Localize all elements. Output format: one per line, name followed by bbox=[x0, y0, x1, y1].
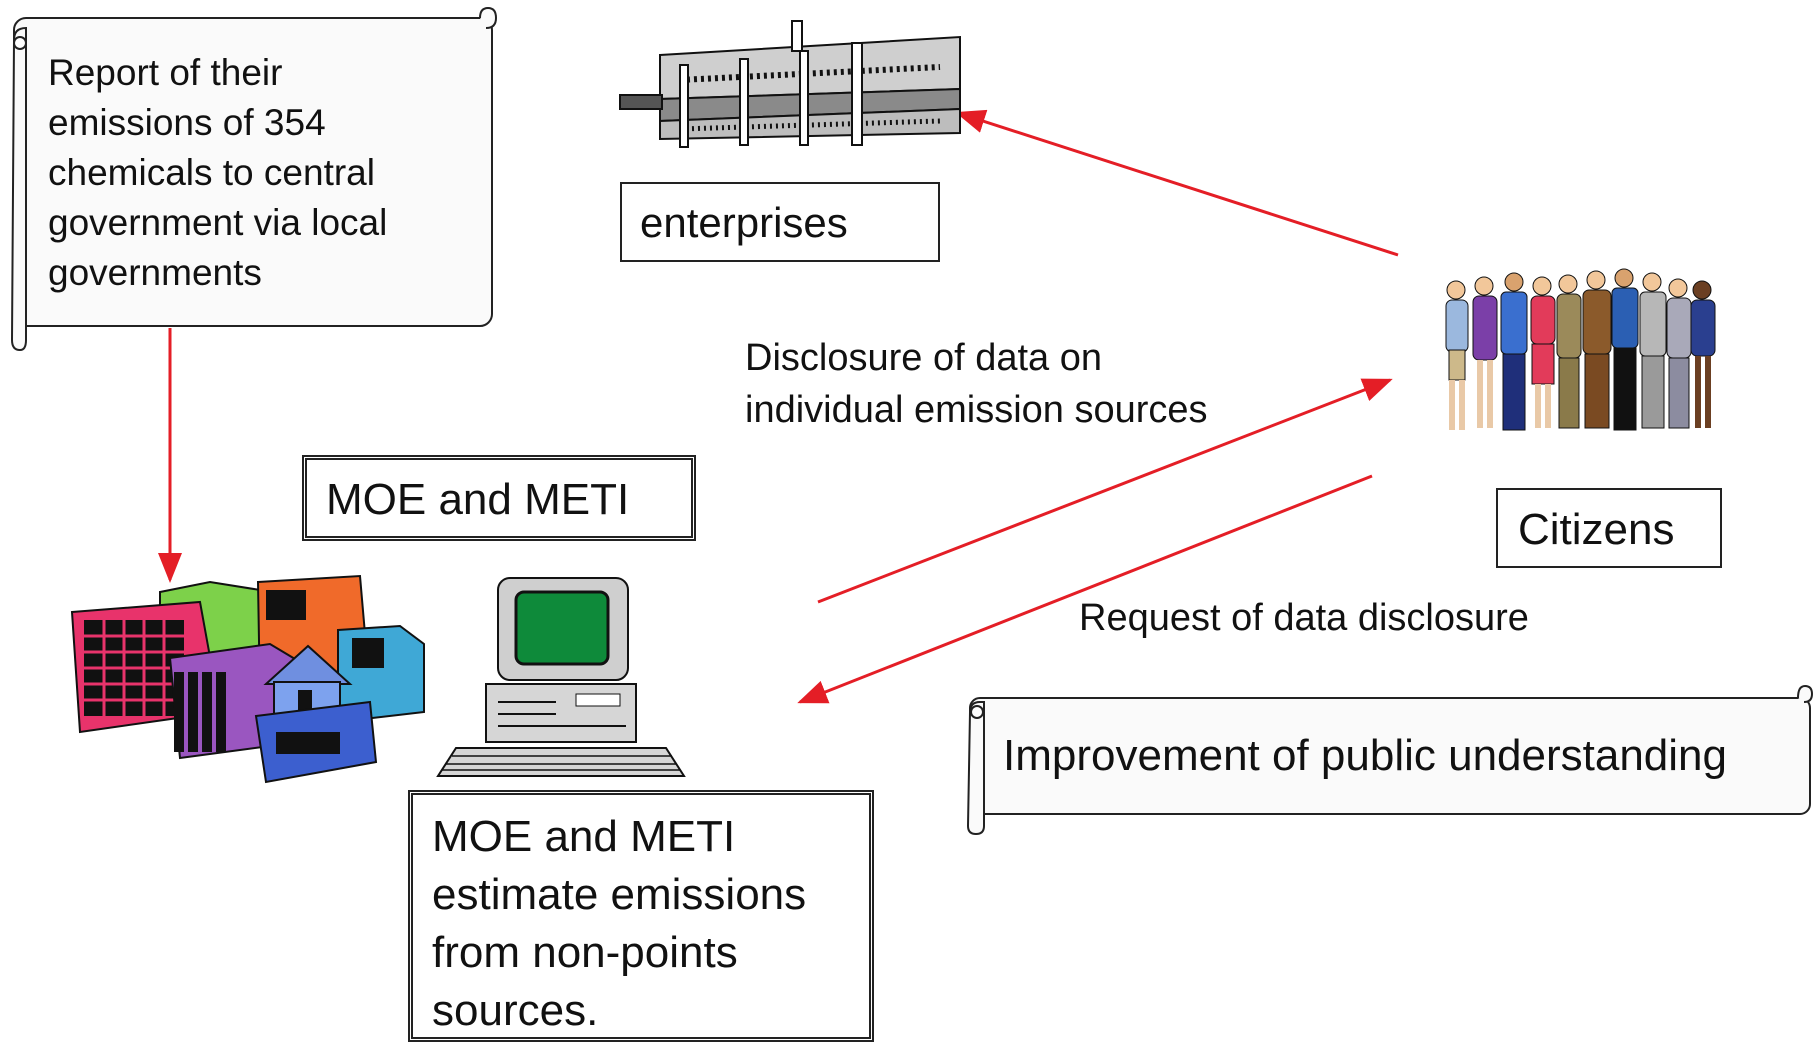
estimate-line: MOE and METI bbox=[432, 812, 736, 861]
citizens-label: Citizens bbox=[1518, 505, 1675, 554]
ministries-box bbox=[302, 455, 696, 541]
enterprises-box bbox=[620, 182, 940, 262]
request-label: Request of data disclosure bbox=[1079, 597, 1529, 639]
citizens-group-icon bbox=[1445, 268, 1716, 431]
citizens-box bbox=[1496, 488, 1722, 568]
arrow-disclosure-to-citizens bbox=[817, 378, 1393, 604]
arrow-request-to-ministries bbox=[797, 474, 1373, 704]
scroll-report bbox=[10, 6, 498, 352]
disclosure-line: individual emission sources bbox=[745, 389, 1208, 431]
estimate-line: from non-points bbox=[432, 928, 738, 977]
report-line: emissions of 354 bbox=[48, 102, 326, 143]
computer-icon bbox=[436, 577, 686, 777]
estimate-line: estimate emissions bbox=[432, 870, 807, 919]
disclosure-text: Disclosure of data on individual emissio… bbox=[745, 332, 1208, 436]
report-line: government via local bbox=[48, 202, 388, 243]
scroll-improvement bbox=[966, 684, 1814, 836]
report-line: chemicals to central bbox=[48, 152, 375, 193]
disclosure-line: Disclosure of data on bbox=[745, 337, 1102, 379]
arrow-citizens-to-enterprises bbox=[955, 109, 1399, 257]
report-line: Report of their bbox=[48, 52, 283, 93]
enterprises-label: enterprises bbox=[640, 199, 848, 246]
report-line: governments bbox=[48, 252, 262, 293]
improvement-label: Improvement of public understanding bbox=[1003, 731, 1727, 780]
government-buildings-icon bbox=[70, 574, 425, 784]
estimate-box bbox=[408, 790, 874, 1042]
ministries-label: MOE and METI bbox=[326, 475, 630, 524]
enterprise-building-icon bbox=[619, 20, 961, 148]
estimate-text: MOE and METI estimate emissions from non… bbox=[432, 808, 806, 1040]
estimate-line: sources. bbox=[432, 986, 599, 1035]
report-text: Report of their emissions of 354 chemica… bbox=[48, 48, 387, 298]
